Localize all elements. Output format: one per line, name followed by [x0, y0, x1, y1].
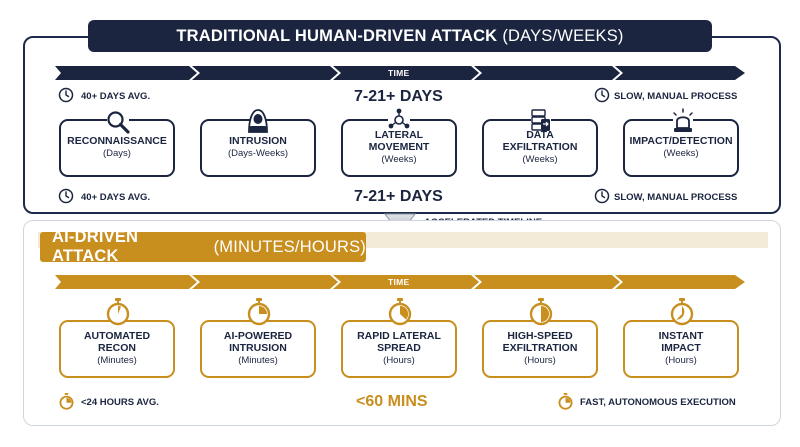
stage-duration: (Minutes): [97, 355, 137, 366]
ai-title-bold: AI-DRIVEN ATTACK: [52, 228, 139, 265]
stage-name: DATA EXFILTRATION: [502, 129, 578, 153]
stage-name: RAPID LATERAL SPREAD: [357, 330, 441, 354]
stage-card-rapid-lateral-spread: RAPID LATERAL SPREAD (Hours): [341, 320, 457, 378]
network-nodes-icon: [388, 108, 410, 131]
clock-icon: [594, 188, 610, 204]
stopwatch-icon: [106, 298, 130, 326]
stage-card-ai-powered-intrusion: AI-POWERED INTRUSION (Minutes): [200, 320, 316, 378]
stage-name: INSTANT IMPACT: [658, 330, 704, 354]
stopwatch-icon: [670, 298, 694, 326]
ai-title-light: (MINUTES/HOURS): [213, 237, 366, 256]
clock-icon: [58, 188, 74, 204]
ai-timeline-arrow: [55, 275, 745, 289]
stage-duration: (Weeks): [381, 154, 417, 165]
ai-time-label: TIME: [388, 277, 410, 287]
stopwatch-icon: [247, 298, 271, 326]
clock-icon: [58, 87, 74, 103]
traditional-attack-title: TRADITIONAL HUMAN-DRIVEN ATTACK (DAYS/WE…: [88, 20, 712, 52]
stopwatch-icon: [388, 298, 412, 326]
stopwatch-icon: [59, 393, 74, 410]
stage-name: IMPACT/DETECTION: [629, 134, 733, 147]
stage-duration: (Hours): [524, 355, 556, 366]
traditional-timeline-arrow: [55, 66, 745, 80]
traditional-title-light: (DAYS/WEEKS): [502, 26, 624, 45]
stage-duration: (Days): [103, 148, 131, 160]
ai-attack-title: AI-DRIVEN ATTACK (MINUTES/HOURS): [40, 228, 366, 265]
traditional-time-label: TIME: [388, 68, 410, 78]
stage-name: LATERAL MOVEMENT: [368, 129, 430, 153]
stage-duration: (Days-Weeks): [228, 148, 288, 160]
stage-name: INTRUSION: [229, 134, 287, 147]
traditional-avg-bottom: 40+ DAYS AVG.: [81, 192, 151, 203]
traditional-duration-top: 7-21+ DAYS: [354, 88, 443, 105]
stage-duration: (Weeks): [522, 154, 558, 165]
traditional-title-bold: TRADITIONAL HUMAN-DRIVEN ATTACK: [176, 26, 498, 45]
stage-card-data-exfiltration: DATA EXFILTRATION (Weeks): [482, 119, 598, 177]
stopwatch-icon: [558, 393, 573, 410]
stage-name: RECONNAISSANCE: [67, 134, 167, 147]
ai-process: FAST, AUTONOMOUS EXECUTION: [580, 397, 736, 408]
stage-name: HIGH-SPEED EXFILTRATION: [502, 330, 578, 354]
stage-duration: (Minutes): [238, 355, 278, 366]
stage-card-high-speed-exfiltration: HIGH-SPEED EXFILTRATION (Hours): [482, 320, 598, 378]
hooded-hacker-icon: [248, 109, 268, 133]
alarm-siren-icon: [673, 108, 693, 132]
stage-card-instant-impact: INSTANT IMPACT (Hours): [623, 320, 739, 378]
stage-duration: (Hours): [665, 355, 697, 366]
stage-name: AI-POWERED INTRUSION: [223, 330, 293, 354]
traditional-avg-top: 40+ DAYS AVG.: [81, 91, 151, 102]
traditional-process-top: SLOW, MANUAL PROCESS: [614, 91, 738, 102]
clock-icon: [594, 87, 610, 103]
stopwatch-icon: [529, 298, 553, 326]
server-data-icon: [531, 109, 551, 131]
ai-duration: <60 MINS: [356, 393, 428, 410]
ai-avg: <24 HOURS AVG.: [81, 397, 159, 408]
stage-name: AUTOMATED RECON: [83, 330, 151, 354]
traditional-duration-bottom: 7-21+ DAYS: [354, 188, 443, 205]
stage-duration: (Weeks): [663, 148, 699, 160]
traditional-process-bottom: SLOW, MANUAL PROCESS: [614, 192, 738, 203]
stage-duration: (Hours): [383, 355, 415, 366]
magnifier-icon: [107, 111, 130, 134]
stage-card-automated-recon: AUTOMATED RECON (Minutes): [59, 320, 175, 378]
